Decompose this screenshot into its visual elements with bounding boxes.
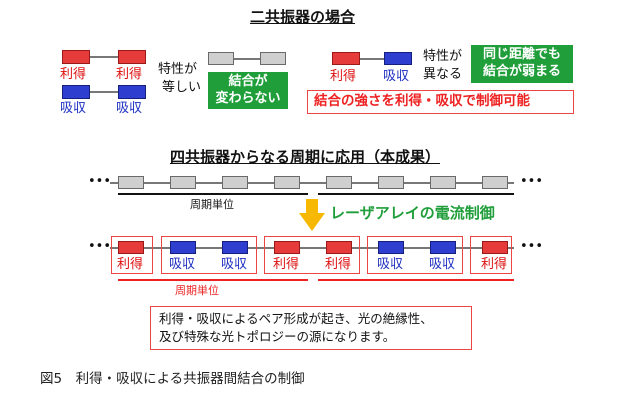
different-characteristics-text-2: 異なる xyxy=(423,67,463,82)
explanation-line-1: 利得・吸収によるペア形成が起き、光の絶縁性、 xyxy=(159,311,433,326)
gain-label: 利得 xyxy=(325,257,352,272)
loss-label: 吸収 xyxy=(383,69,410,84)
resonator xyxy=(326,176,352,189)
loss-resonator xyxy=(222,241,248,254)
ellipsis-right: ••• xyxy=(520,174,544,189)
resonator-group-frame xyxy=(161,236,257,274)
control-text-box: 結合の強さを利得・吸収で制御可能 xyxy=(307,90,574,114)
resonator-group-frame xyxy=(470,236,512,274)
coupling-line xyxy=(355,58,391,60)
gain-resonator xyxy=(332,52,360,65)
loss-resonator xyxy=(170,241,196,254)
coupling-line xyxy=(228,58,266,60)
loss-label: 吸収 xyxy=(429,257,456,272)
control-text: 結合の強さを利得・吸収で制御可能 xyxy=(314,93,530,109)
equal-characteristics-text-1: 特性が xyxy=(158,62,198,77)
explanation-line-2: 及び特殊な光トポロジーの源になります。 xyxy=(159,328,396,344)
loss-resonator xyxy=(118,85,146,99)
loss-resonator xyxy=(378,241,404,254)
coupling-weakens-box: 同じ距離でも 結合が弱まる xyxy=(471,45,573,83)
section1-title: 二共振器の場合 xyxy=(250,8,356,26)
section2-title: 四共振器からなる周期に応用（本成果） xyxy=(170,148,441,166)
loss-label: 吸収 xyxy=(116,101,143,116)
loss-label: 吸収 xyxy=(169,257,196,272)
resonator xyxy=(170,176,196,189)
equal-characteristics-text-2: 等しい xyxy=(162,80,202,95)
resonator xyxy=(208,52,234,65)
coupling-unchanged-line-1: 結合が xyxy=(228,74,268,89)
loss-label: 吸収 xyxy=(60,101,87,116)
figure-caption: 図5 利得・吸収による共振器間結合の制御 xyxy=(40,371,305,387)
coupling-unchanged-box: 結合が 変わらない xyxy=(208,72,288,109)
different-characteristics-text-1: 特性が xyxy=(423,49,463,64)
gain-label: 利得 xyxy=(116,67,143,82)
loss-resonator xyxy=(384,52,412,65)
gain-resonator xyxy=(62,50,90,64)
gain-label: 利得 xyxy=(330,69,357,84)
resonator xyxy=(378,176,404,189)
resonator-group-frame xyxy=(367,236,463,274)
resonator xyxy=(430,176,456,189)
coupling-line xyxy=(82,56,128,58)
resonator xyxy=(274,176,300,189)
ellipsis-left: ••• xyxy=(88,239,112,254)
loss-label: 吸収 xyxy=(377,257,404,272)
gain-label: 利得 xyxy=(481,257,508,272)
gain-resonator xyxy=(118,241,144,254)
period-label: 周期単位 xyxy=(190,198,234,211)
loss-resonator xyxy=(62,85,90,99)
gain-resonator xyxy=(118,50,146,64)
resonator xyxy=(482,176,508,189)
gain-label: 利得 xyxy=(60,67,87,82)
explanation-box: 利得・吸収によるペア形成が起き、光の絶縁性、 及び特殊な光トポロジーの源になりま… xyxy=(150,306,472,350)
period-label: 周期単位 xyxy=(175,284,219,297)
loss-resonator xyxy=(430,241,456,254)
chain-line xyxy=(110,247,514,249)
gain-label: 利得 xyxy=(273,257,300,272)
ellipsis-right: ••• xyxy=(520,239,544,254)
loss-label: 吸収 xyxy=(221,257,248,272)
period-bracket xyxy=(118,193,308,195)
laser-current-control-label: レーザアレイの電流制御 xyxy=(330,204,495,222)
coupling-unchanged-line-2: 変わらない xyxy=(215,91,281,106)
resonator-group-frame xyxy=(111,236,153,274)
gain-label: 利得 xyxy=(117,257,144,272)
period-bracket-red xyxy=(318,279,514,281)
coupling-weakens-line-1: 同じ距離でも xyxy=(482,47,561,62)
down-arrow-icon xyxy=(299,199,325,231)
gain-resonator xyxy=(482,241,508,254)
resonator xyxy=(260,52,286,65)
resonator xyxy=(118,176,144,189)
resonator xyxy=(222,176,248,189)
ellipsis-left: ••• xyxy=(88,174,112,189)
resonator-group-frame xyxy=(264,236,360,274)
chain-line xyxy=(110,182,514,184)
coupling-line xyxy=(82,91,128,93)
gain-resonator xyxy=(326,241,352,254)
period-bracket-red xyxy=(118,279,308,281)
coupling-weakens-line-2: 結合が弱まる xyxy=(482,64,561,79)
gain-resonator xyxy=(274,241,300,254)
period-bracket xyxy=(318,193,514,195)
